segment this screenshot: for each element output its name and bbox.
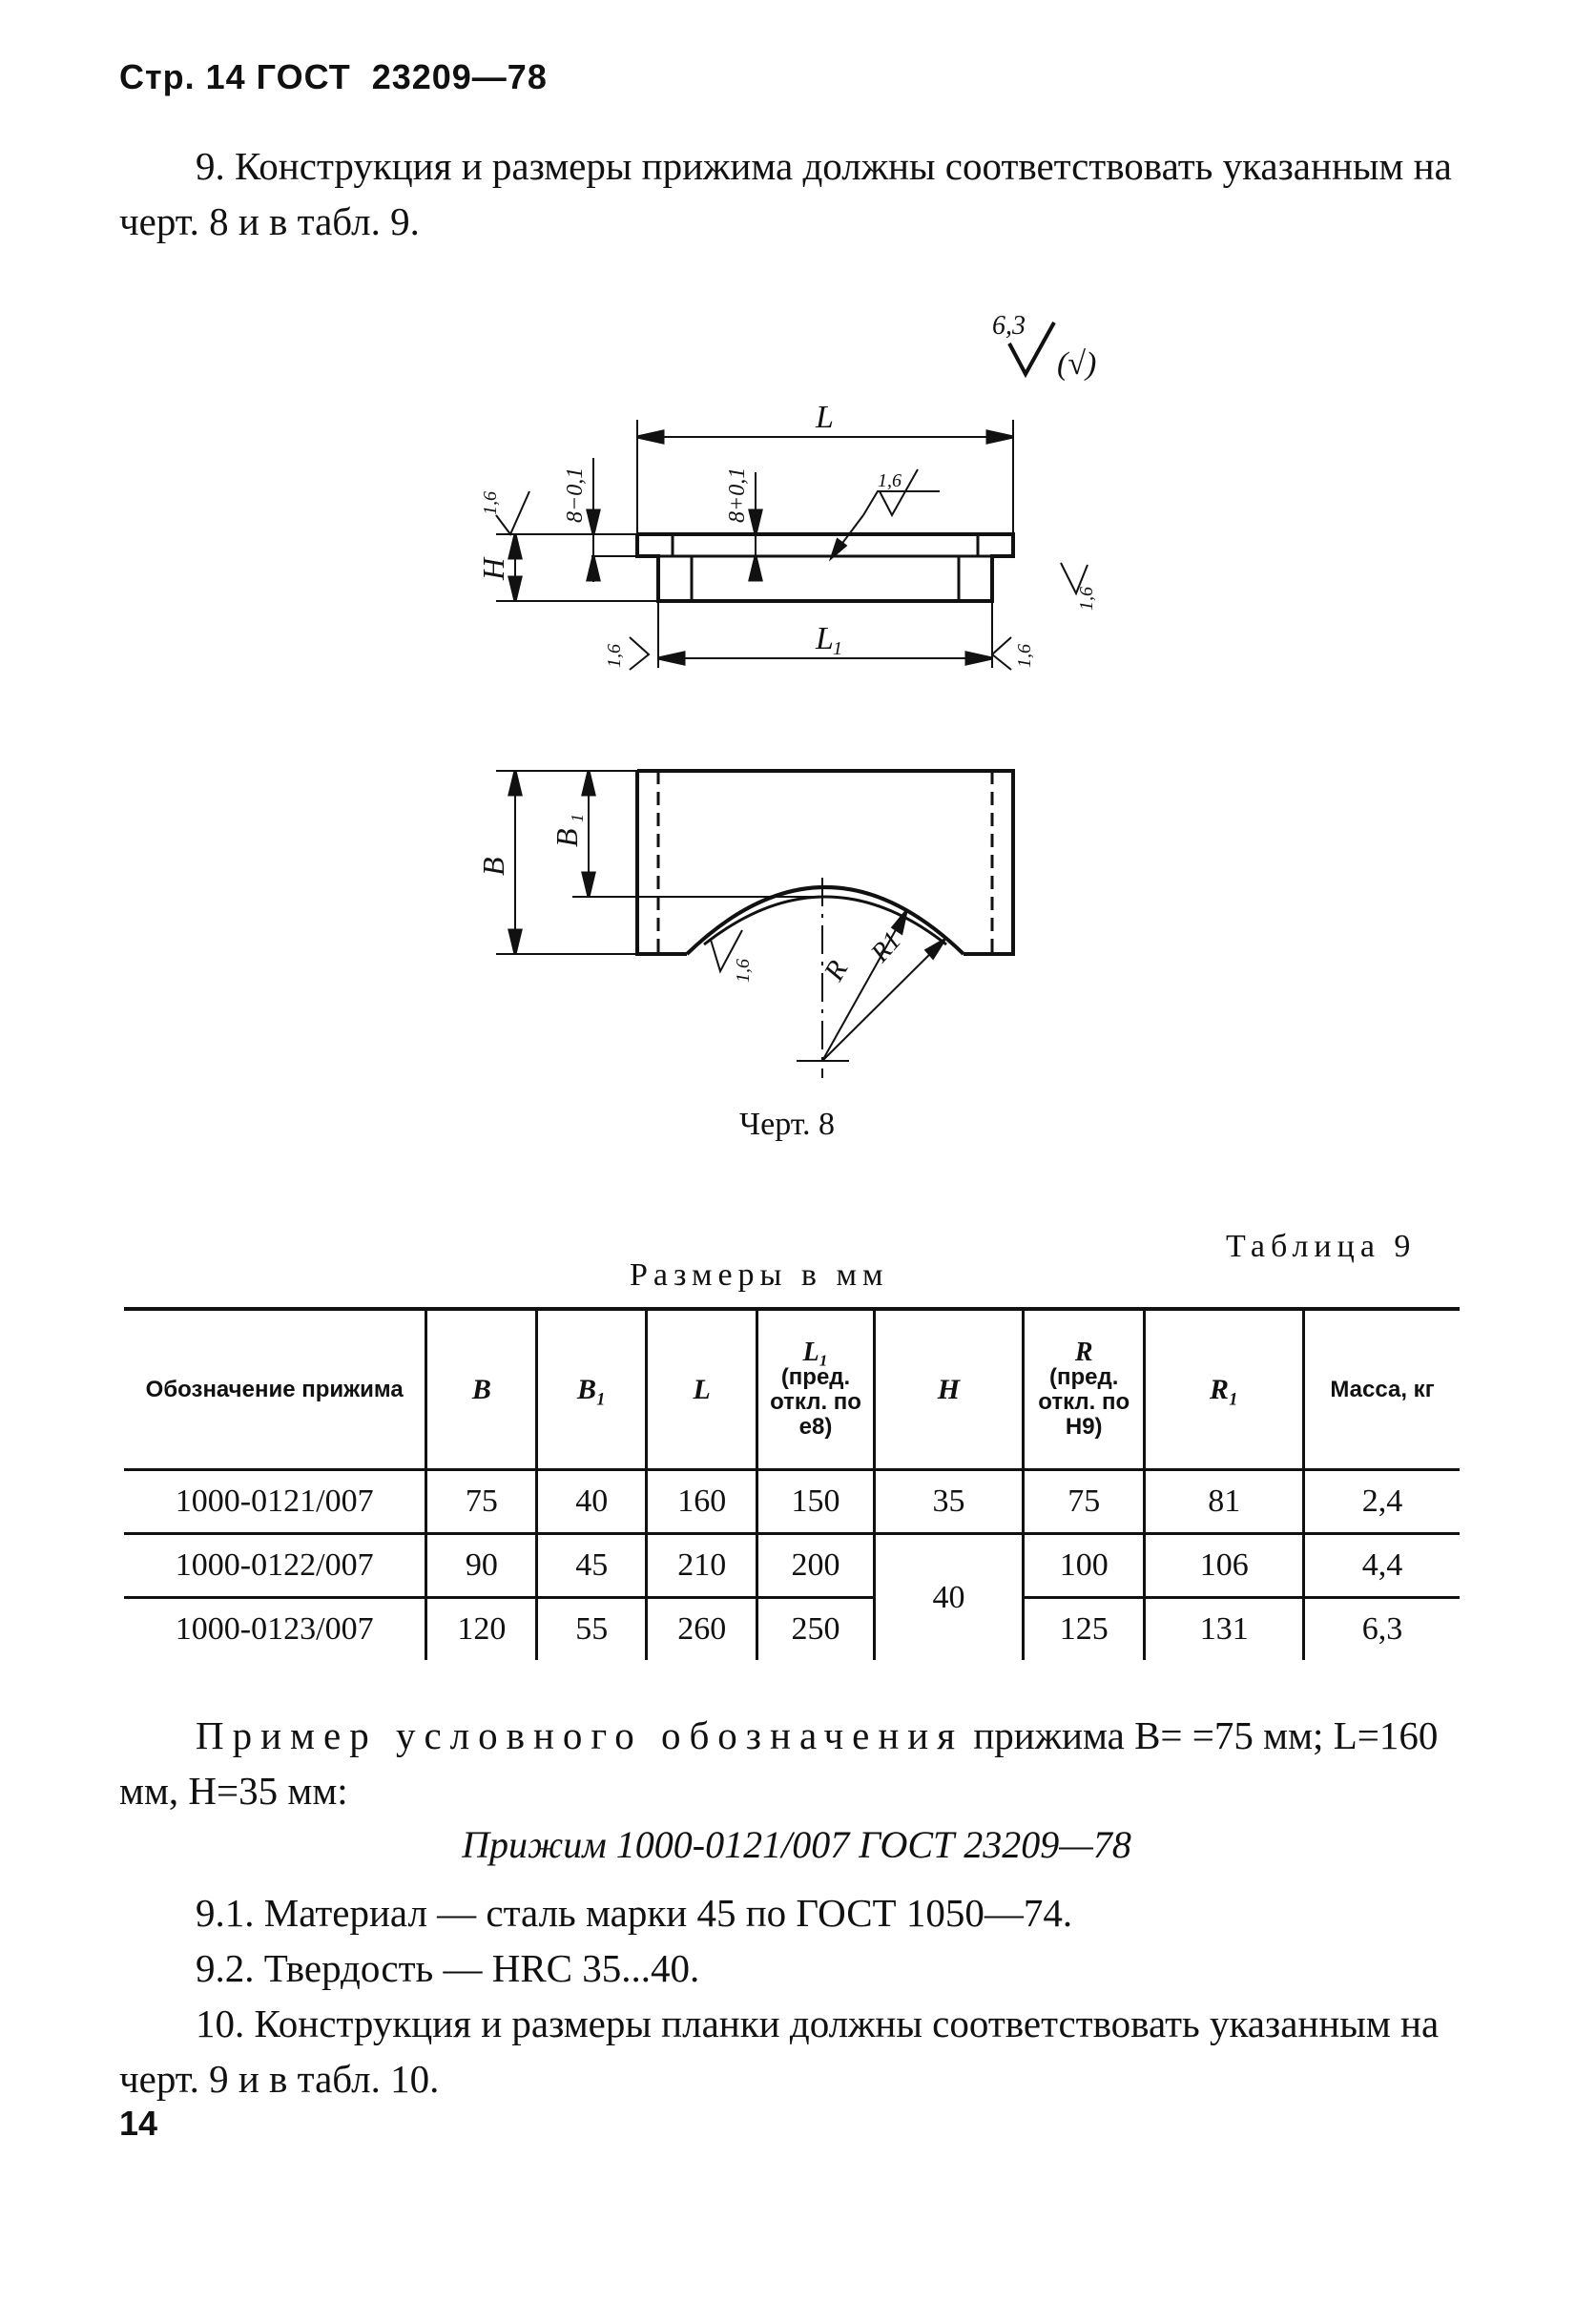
header-mass: Масса, кг [1302, 1307, 1460, 1471]
roughness-1-6-label: 1,6 [878, 470, 902, 491]
page-header: Стр. 14 ГОСТ 23209—78 [119, 57, 548, 96]
cell-H: 40 [872, 1533, 1024, 1660]
dim-8-minus-label: 8−0,1 [563, 467, 588, 523]
cell-mass: 2,4 [1302, 1469, 1460, 1535]
cell-R: 100 [1022, 1533, 1145, 1599]
roughness-1-6-label: 1,6 [480, 491, 501, 515]
figure-caption: Черт. 8 [739, 1107, 836, 1142]
arc-R1 [703, 895, 947, 946]
dim-B-label: B [476, 857, 510, 876]
arc-R [685, 885, 965, 956]
cell-R: 75 [1022, 1469, 1145, 1535]
header-R-note: (пред. откл. по H9) [1038, 1363, 1130, 1440]
header-R-symbol: R [1074, 1337, 1093, 1367]
table-header-row: Обозначение прижима B B₁ L L₁ (пред. отк… [124, 1307, 1460, 1471]
cell-R1: 81 [1143, 1469, 1304, 1535]
part-plan-outline [637, 769, 1015, 956]
dim-L1-subscript: 1 [833, 638, 842, 659]
dim-8-plus-label: 8+0,1 [725, 467, 750, 523]
cell-mass: 6,3 [1302, 1597, 1460, 1660]
paragraph-10: 10. Конструкция и размеры планки должны … [119, 2002, 1440, 2101]
header-designation: Обозначение прижима [124, 1307, 426, 1471]
cell-B1: 45 [535, 1533, 647, 1599]
cell-L: 210 [645, 1533, 757, 1599]
units-label: Размеры в мм [630, 1257, 889, 1293]
table-label: Таблица 9 [1226, 1229, 1417, 1264]
header-B: B [425, 1307, 537, 1471]
cell-R1: 131 [1143, 1597, 1304, 1660]
example-rest: прижима B= =75 мм; L=160 мм, H=35 мм: [119, 1713, 1439, 1813]
cell-B1: 40 [535, 1469, 647, 1535]
dim-B1-label: B [549, 828, 584, 847]
roughness-1-6-label: 1,6 [1076, 587, 1097, 611]
cell-R: 125 [1022, 1597, 1145, 1660]
cell-designation: 1000-0121/007 [124, 1469, 426, 1535]
table-row: 1000-0123/007 120 55 260 250 125 131 6,3 [124, 1597, 1460, 1660]
header-L: L [645, 1307, 757, 1471]
table-row: 1000-0122/007 90 45 210 200 40 100 106 4… [124, 1533, 1460, 1660]
roughness-paren-label: (√) [1057, 346, 1096, 382]
example-designation: Прижим 1000-0121/007 ГОСТ 23209—78 [462, 1823, 1131, 1866]
technical-drawing: 6,3 (√) L L 1 H 8−0,1 8+0,1 B B 1 R R1 1… [476, 311, 1097, 1078]
table-row: 1000-0121/007 75 40 160 150 35 75 81 2,4 [124, 1469, 1460, 1535]
paragraph-9-1: 9.1. Материал — сталь марки 45 по ГОСТ 1… [196, 1891, 1073, 1935]
roughness-1-6-label: 1,6 [1014, 644, 1035, 668]
cell-B: 75 [425, 1469, 537, 1535]
paragraph-9-2: 9.2. Твердость — HRC 35...40. [196, 1946, 700, 1990]
roughness-value-label: 6,3 [992, 311, 1026, 341]
header-L1-note: (пред. откл. по e8) [770, 1363, 861, 1440]
roughness-1-6-label: 1,6 [733, 959, 754, 983]
header-R1: R₁ [1143, 1307, 1304, 1471]
header-B1: B₁ [535, 1307, 647, 1471]
dim-L-label: L [815, 400, 834, 435]
cell-L1: 200 [756, 1533, 875, 1599]
example-lead: Пример условного обозначения [196, 1713, 964, 1757]
part-front-outline [635, 532, 1015, 603]
cell-designation: 1000-0123/007 [175, 1611, 374, 1647]
cell-L: 160 [645, 1469, 757, 1535]
header-L1-symbol: L₁ [802, 1337, 829, 1367]
cell-mass: 4,4 [1302, 1533, 1460, 1599]
cell-L: 260 [645, 1597, 757, 1660]
header-H: H [872, 1307, 1024, 1471]
dim-L1-label: L [815, 621, 834, 656]
header-L1: L₁ (пред. откл. по e8) [756, 1307, 875, 1471]
cell-B: 120 [425, 1597, 537, 1660]
dim-H-label: H [476, 556, 510, 581]
cell-designation: 1000-0122/007 [124, 1533, 426, 1599]
example-paragraph: Пример условного обозначения прижима B= … [119, 1708, 1474, 1818]
header-R: R (пред. откл. по H9) [1022, 1307, 1145, 1471]
cell-L1: 150 [756, 1469, 875, 1535]
cell-H: 35 [872, 1469, 1024, 1535]
dimensions-table: Обозначение прижима B B₁ L L₁ (пред. отк… [124, 1307, 1460, 1660]
roughness-symbol [1007, 322, 1056, 379]
dim-B1-subscript: 1 [568, 814, 587, 822]
cell-B: 90 [425, 1533, 537, 1599]
roughness-1-6-label: 1,6 [604, 644, 625, 668]
page-number: 14 [119, 2104, 158, 2143]
paragraph-9: 9. Конструкция и размеры прижима должны … [119, 144, 1452, 243]
cell-B1: 55 [535, 1597, 647, 1660]
cell-L1: 250 [756, 1597, 875, 1660]
cell-R1: 106 [1143, 1533, 1304, 1599]
